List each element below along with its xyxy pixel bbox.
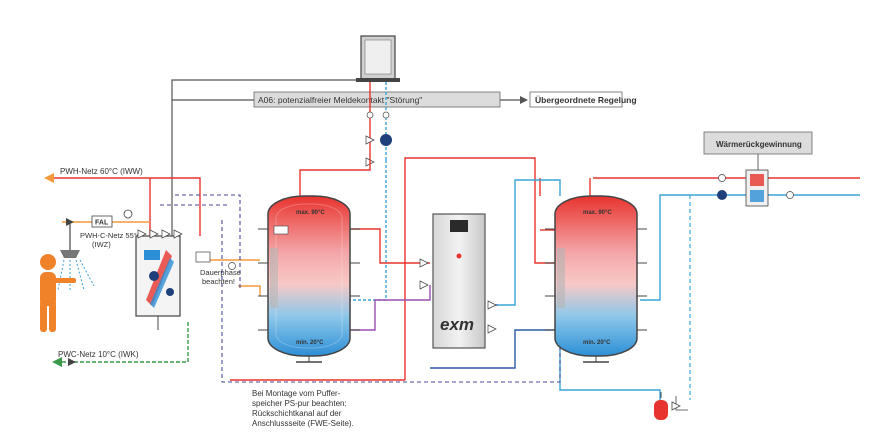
heat-exchanger-module: [135, 235, 181, 330]
sensor-icon: [382, 111, 390, 119]
heat-recovery-label: Wärmerückgewinnung: [716, 140, 802, 149]
heat-generator-icon: [356, 35, 400, 82]
pump-icon: [380, 134, 392, 146]
valve-icon: [228, 262, 236, 270]
pwc-arrow-icon: [52, 357, 62, 367]
dauerphase-label-2: beachten!: [202, 277, 235, 286]
pump-icon: [149, 271, 159, 281]
exm-logo: exm: [440, 315, 474, 334]
valve-icon: [786, 191, 794, 199]
tank1-top-feed: [299, 160, 371, 198]
tap-icon: [671, 396, 688, 411]
pwhc-sub-label: (IWZ): [92, 240, 111, 249]
installation-note: Bei Montage vom Puffer- speicher PS-pur …: [252, 389, 354, 428]
fal-label: FAL: [95, 220, 109, 227]
expansion-vessel-icon: [654, 392, 668, 420]
meldekontakt-bar: A06: potenzialfreier Meldekontakt "Störu…: [253, 91, 501, 108]
buffer-tank-2: max. 90°C min. 20°C: [554, 195, 638, 363]
signal-lines: [160, 194, 561, 383]
person-icon: [40, 254, 76, 332]
valve-icon: [123, 209, 133, 219]
fresh-water-station: exm: [432, 213, 486, 349]
heat-recovery-box: Wärmerückgewinnung: [703, 131, 813, 170]
cold-pipes: [498, 179, 860, 405]
module-valves: [137, 229, 183, 239]
fal-box: FAL: [91, 215, 113, 228]
control-lines: [171, 79, 520, 236]
tank2-max-label: max. 90°C: [583, 210, 612, 216]
pwh-label: PWH-Netz 60°C (IWW): [60, 167, 143, 176]
tank1-max-label: max. 90°C: [296, 210, 325, 216]
tank2-connections: [545, 228, 647, 331]
note-line-2: speicher PS-pur beachten:: [252, 399, 347, 408]
purple-pipe: [345, 285, 431, 331]
pwh-arrow-icon: [44, 173, 54, 183]
pwc-label: PWC-Netz 10°C (IWK): [58, 350, 139, 359]
cabinet-valves: [419, 258, 497, 334]
check-valve-icon: [68, 358, 76, 366]
note-line-4: Anschlussseite (FWE-Seite).: [252, 419, 354, 428]
valve-icon: [718, 174, 726, 182]
buffer-tank-1: max. 90°C min. 20°C: [267, 195, 351, 363]
pwhc-label: PWH-C-Netz 55°C: [80, 231, 143, 240]
tank1-min-label: min. 20°C: [296, 340, 324, 346]
note-line-3: Rückschichtkanal auf der: [252, 409, 342, 418]
valve-icon: [365, 135, 375, 145]
meldekontakt-label: A06: potenzialfreier Meldekontakt "Störu…: [258, 95, 422, 105]
note-line-1: Bei Montage vom Puffer-: [252, 389, 341, 398]
tank1-connections: [258, 228, 360, 331]
regelung-box: Übergeordnete Regelung: [529, 91, 637, 108]
sensor-icon: [366, 111, 374, 119]
dauerphase-label-1: Dauerphase: [200, 268, 241, 277]
regelung-label: Übergeordnete Regelung: [535, 95, 637, 105]
pump-icon: [166, 288, 174, 296]
shower-icon: [57, 222, 95, 292]
pump-icon: [717, 190, 727, 200]
pwc-pipe: [62, 322, 189, 363]
dauerphase-box: [195, 251, 211, 263]
heat-recovery-exchanger: [745, 169, 769, 207]
arrow-regelung: [520, 96, 528, 104]
tank2-min-label: min. 20°C: [583, 340, 611, 346]
